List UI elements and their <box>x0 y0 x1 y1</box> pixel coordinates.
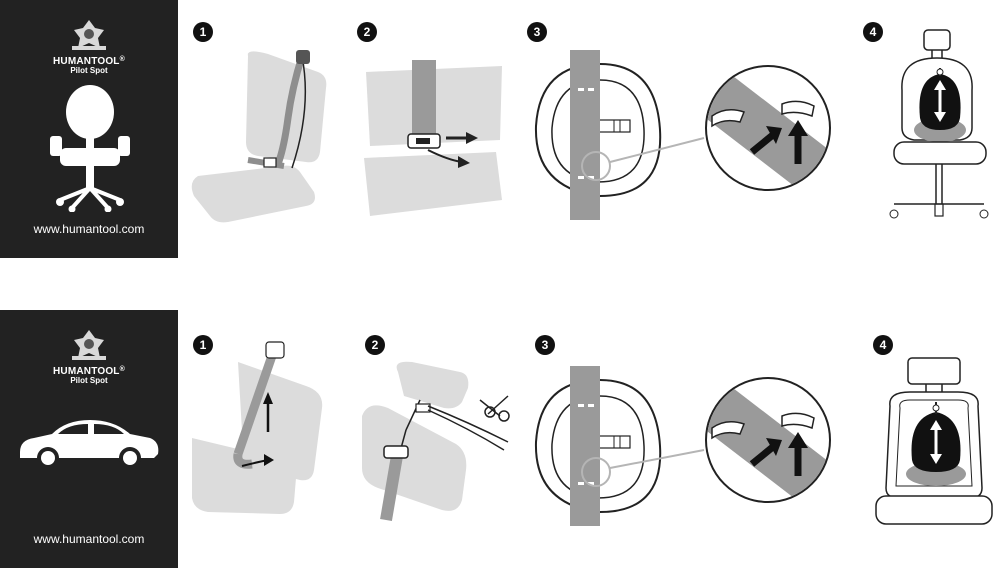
registered-mark: ® <box>119 366 125 373</box>
office-chair-icon <box>50 85 130 212</box>
step2-buckle-tighten-illustration <box>364 60 502 216</box>
step2-headrest-cut-illustration <box>362 361 510 522</box>
registered-mark: ® <box>119 56 125 63</box>
brand-panel-car: HUMANTOOL® Pilot Spot www.humantool.com <box>0 310 178 568</box>
step-number: 2 <box>365 335 385 355</box>
scissors-icon <box>479 395 510 422</box>
step-number: 2 <box>357 22 377 42</box>
brand-name: HUMANTOOL <box>53 366 120 377</box>
step3-pad-detail-illustration <box>534 366 831 526</box>
step1-chair-strap-illustration <box>191 50 327 223</box>
website-url[interactable]: www.humantool.com <box>33 532 145 546</box>
step4-car-seat-illustration <box>875 357 993 525</box>
step-number: 3 <box>527 22 547 42</box>
brand-panel-chair: HUMANTOOL® Pilot Spot www.humantool.com <box>0 0 178 258</box>
humantool-logo-icon <box>72 330 106 360</box>
step3-pad-detail-illustration <box>534 50 831 220</box>
product-name: Pilot Spot <box>70 66 108 75</box>
car-icon <box>20 420 159 469</box>
brand-name: HUMANTOOL <box>53 56 120 67</box>
step-number: 3 <box>535 335 555 355</box>
product-name: Pilot Spot <box>70 376 108 385</box>
humantool-logo-icon <box>72 20 106 50</box>
step-number: 4 <box>873 335 893 355</box>
step4-office-chair-illustration <box>889 29 989 219</box>
website-url[interactable]: www.humantool.com <box>33 222 145 236</box>
step-number: 1 <box>193 335 213 355</box>
step1-car-seatbelt-illustration <box>192 341 323 514</box>
step-number: 1 <box>193 22 213 42</box>
step-number: 4 <box>863 22 883 42</box>
